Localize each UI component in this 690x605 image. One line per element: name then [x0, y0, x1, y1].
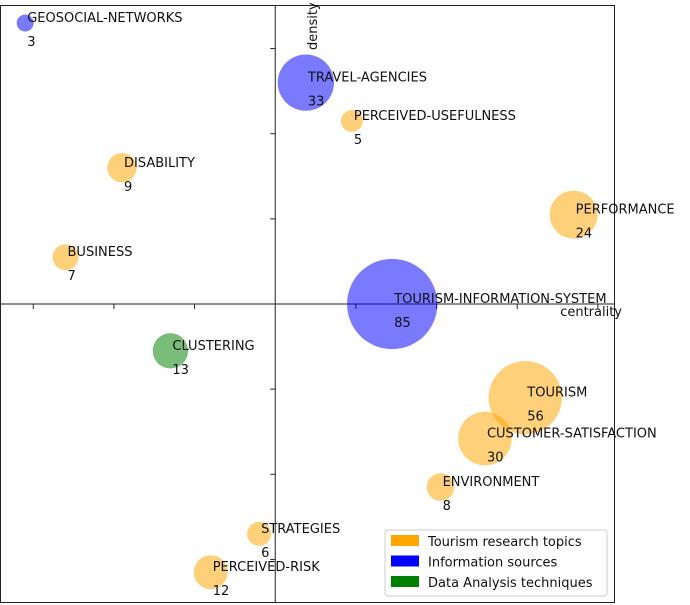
bubble-count: 85: [394, 316, 411, 331]
bubble-count: 8: [443, 499, 451, 514]
bubble: [347, 258, 438, 350]
bubble-count: 56: [527, 410, 544, 425]
bubble: [52, 244, 79, 271]
legend-swatch: [391, 535, 419, 546]
bubble-label: PERFORMANCE: [576, 203, 675, 218]
axes: [1, 6, 614, 602]
legend-label: Tourism research topics: [427, 535, 582, 550]
bubble-count: 24: [576, 227, 593, 242]
bubble: [458, 411, 512, 466]
bubble-label: CLUSTERING: [172, 339, 254, 354]
bubble-label: STRATEGIES: [261, 522, 340, 537]
legend-label: Information sources: [428, 556, 558, 571]
bubble-count: 12: [213, 584, 230, 599]
bubble-count: 9: [124, 180, 132, 195]
bubble-label: PERCEIVED-RISK: [213, 560, 320, 575]
bubble-layer: [16, 14, 598, 590]
bubble: [247, 521, 272, 546]
bubble-count: 5: [354, 133, 362, 148]
bubble: [152, 333, 189, 369]
bubble-count: 7: [68, 269, 76, 284]
bubble-label: TRAVEL-AGENCIES: [307, 71, 427, 86]
bubble-label: GEOSOCIAL-NETWORKS: [27, 11, 182, 26]
bubble: [488, 360, 562, 435]
bubble-count: 3: [27, 35, 35, 50]
bubble-count: 33: [308, 95, 325, 110]
bubble: [277, 54, 335, 111]
bubble-label: TOURISM: [526, 386, 587, 401]
bubble: [16, 14, 34, 32]
bubble-label: ENVIRONMENT: [443, 475, 540, 490]
bubble-count: 6: [261, 546, 269, 561]
plot-frame: [0, 5, 615, 603]
legend-label: Data Analysis techniques: [428, 576, 593, 591]
bubble: [193, 555, 228, 590]
bubble: [107, 153, 137, 183]
legend-box: [384, 529, 608, 597]
bubble-label: TOURISM-INFORMATION-SYSTEM: [393, 292, 606, 307]
bubble-count: 13: [172, 363, 189, 378]
legend-swatch: [391, 555, 419, 567]
y-axis-label: density: [306, 2, 321, 50]
bubble: [549, 190, 598, 239]
bubble: [426, 473, 455, 501]
legend-swatch: [391, 576, 419, 587]
bubble-count: 30: [487, 451, 504, 466]
bubble-label: BUSINESS: [68, 245, 133, 260]
x-axis-label: centrality: [560, 305, 622, 320]
bubble-label: DISABILITY: [124, 156, 195, 171]
bubble: [340, 109, 363, 132]
bubble-label: CUSTOMER-SATISFACTION: [487, 427, 657, 442]
bubble-label: PERCEIVED-USEFULNESS: [354, 109, 516, 124]
